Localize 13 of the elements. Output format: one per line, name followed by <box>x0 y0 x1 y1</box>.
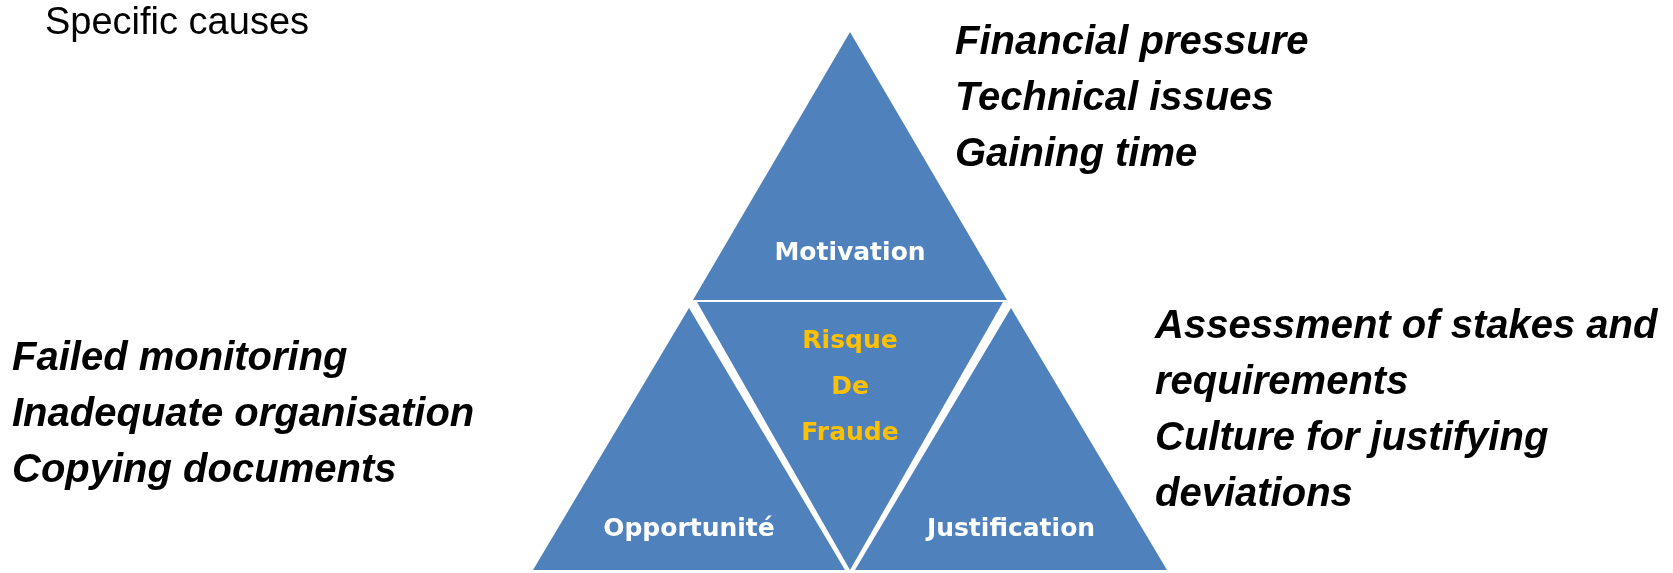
cause-text: Gaining time <box>955 129 1199 176</box>
segment-label: Motivation <box>773 236 927 268</box>
cause-text: Copying documents <box>12 445 398 492</box>
cause-text: Culture for justifying deviations <box>1155 413 1550 516</box>
cause-text: Failed monitoring <box>12 333 349 380</box>
cause-text: Inadequate organisation <box>12 389 476 436</box>
segment-label: Justification <box>924 512 1097 544</box>
cause-text: Financial pressure <box>955 17 1310 64</box>
segment-label: Risque De Fraude <box>800 324 900 448</box>
heading: Specific causes <box>45 0 309 43</box>
cause-text: Assessment of stakes and requirements <box>1155 301 1659 404</box>
cause-text: Technical issues <box>955 73 1275 120</box>
segment-label: Opportunité <box>602 512 776 544</box>
